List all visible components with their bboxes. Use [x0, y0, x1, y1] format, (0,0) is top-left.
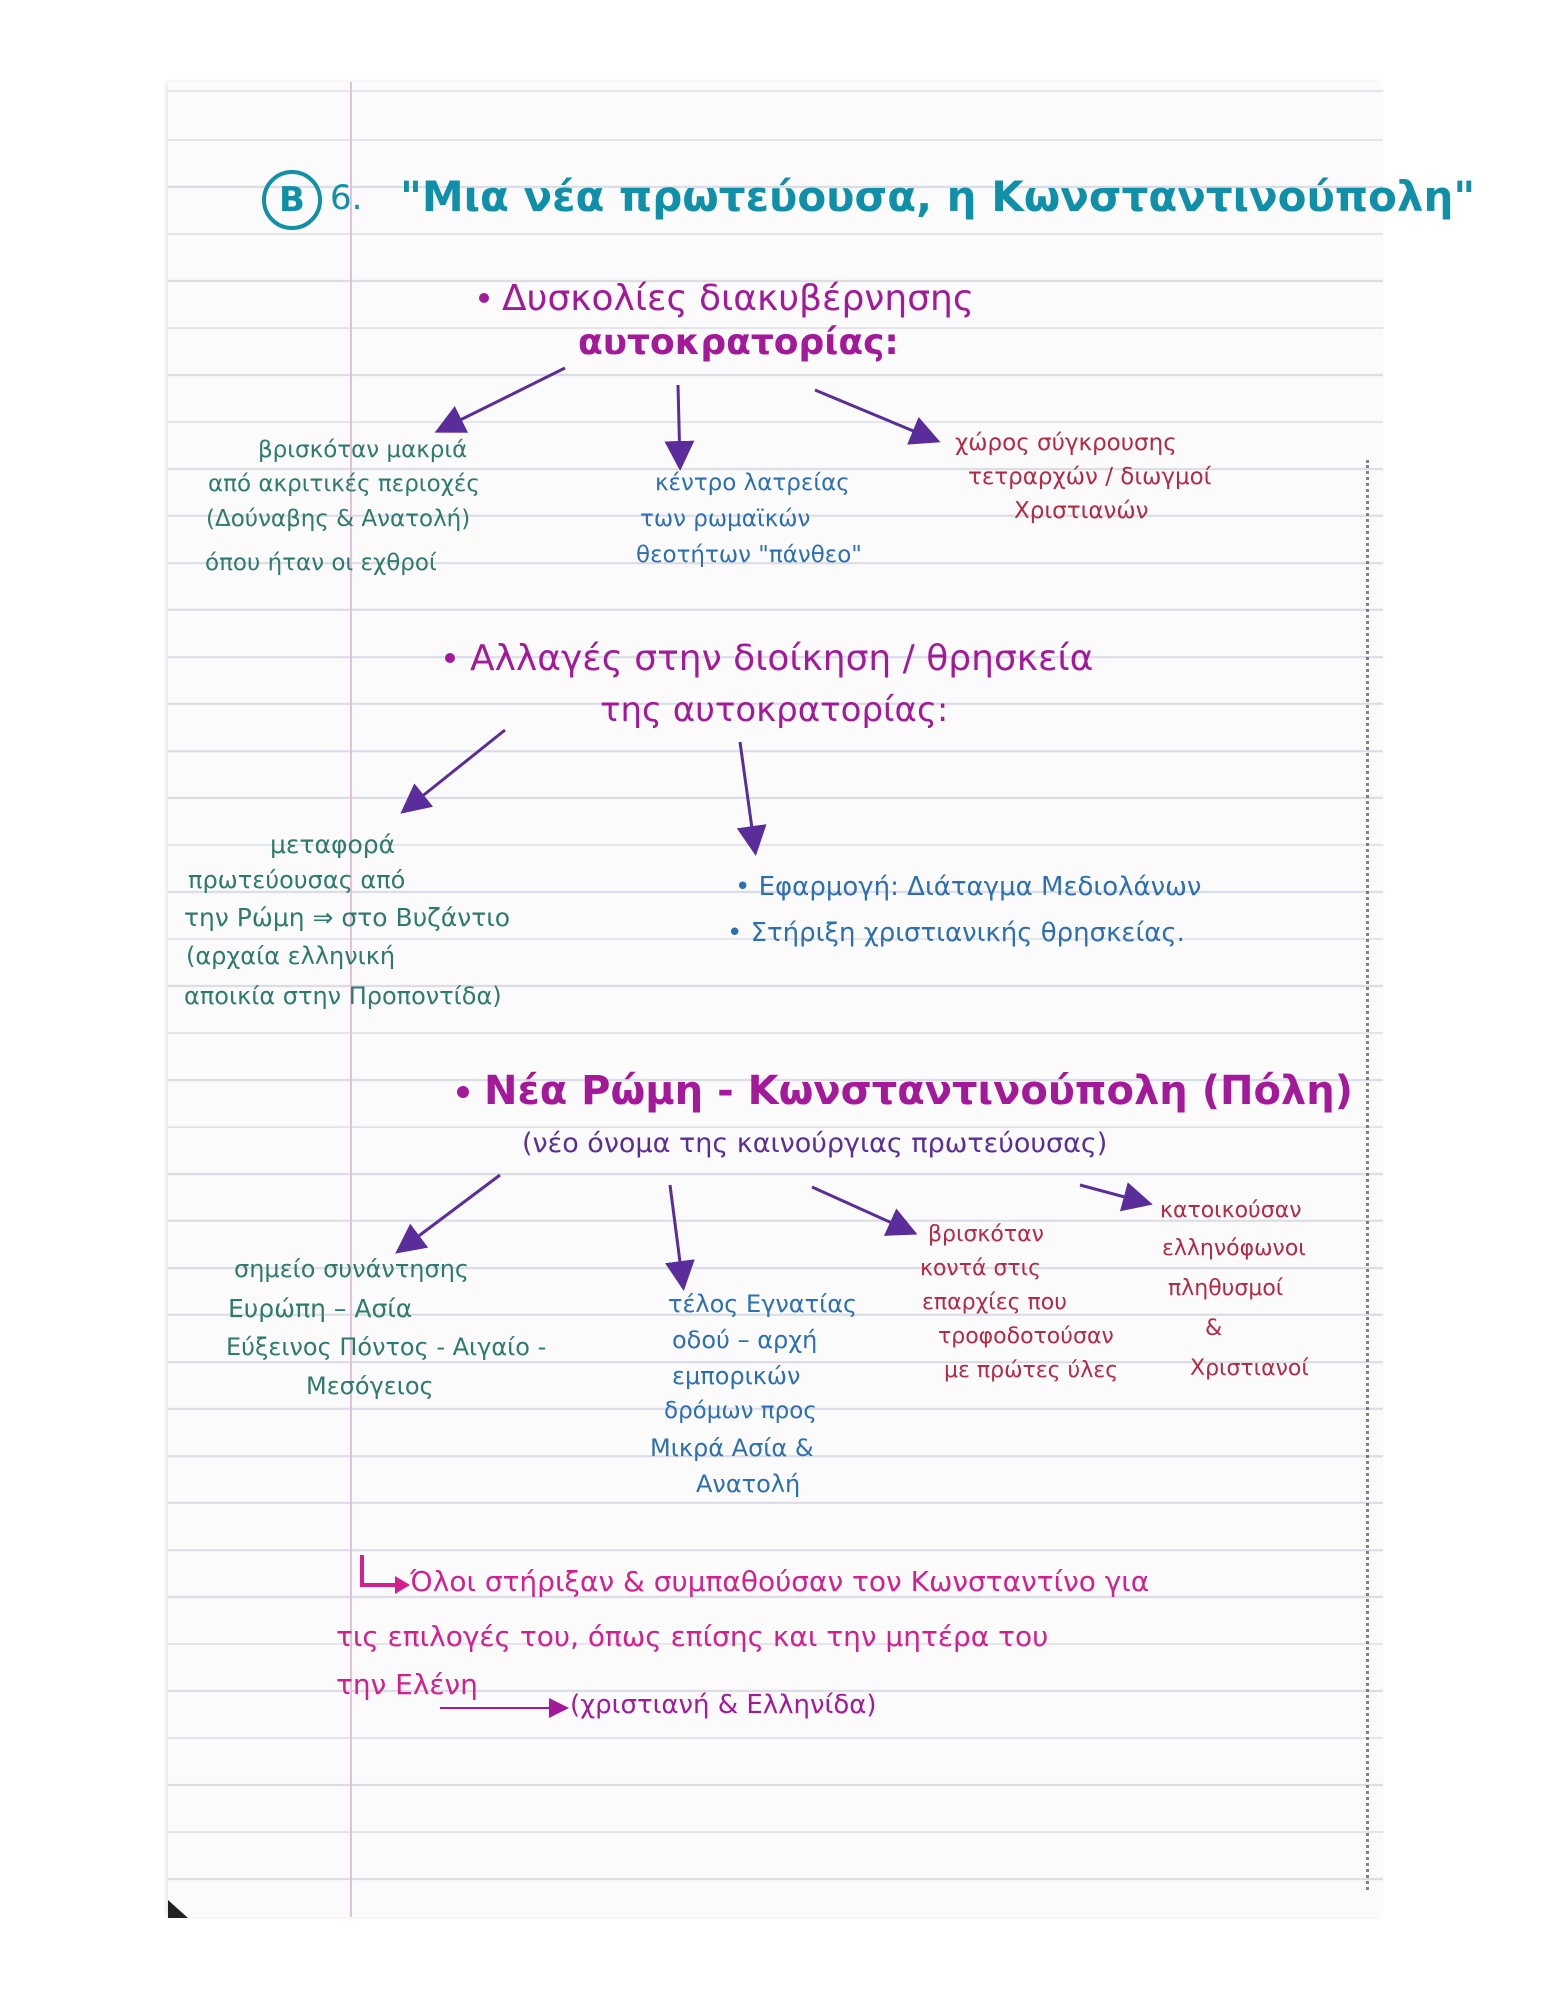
- block2-left-line: την Ρώμη ⇒ στο Βυζάντιο: [184, 903, 511, 932]
- block3-col4-line: κατοικούσαν: [1160, 1198, 1302, 1223]
- title-number: 6.: [330, 178, 363, 218]
- block3-col3-line: με πρώτες ύλες: [944, 1358, 1119, 1383]
- arrow-icon: [814, 388, 941, 445]
- block1-right-line: τετραρχών / διωγμοί: [968, 464, 1212, 490]
- block3-col2-line: Ανατολή: [696, 1470, 801, 1498]
- block3-col1-line: σημείο συνάντησης: [234, 1255, 469, 1283]
- notebook-page: [168, 82, 1383, 1917]
- arrow-icon: [395, 1173, 501, 1254]
- block3-col4-line: ελληνόφωνοι: [1162, 1236, 1306, 1261]
- arrow-icon: [1079, 1182, 1153, 1212]
- block3-col3-line: τροφοδοτούσαν: [938, 1324, 1114, 1349]
- bullet-icon: [445, 653, 455, 663]
- block3-col3-line: βρισκόταν: [928, 1222, 1044, 1247]
- page-corner: [168, 1900, 188, 1918]
- block1-middle-line: κέντρο λατρείας: [655, 470, 850, 496]
- footer-line: την Ελένη: [336, 1668, 478, 1701]
- footer-line: Όλοι στήριξαν & συμπαθούσαν τον Κωνσταντ…: [410, 1565, 1150, 1598]
- block3-col2-line: εμπορικών: [672, 1362, 801, 1390]
- block2-left-line: μεταφορά: [270, 830, 396, 859]
- block3-col2-line: τέλος Εγνατίας: [668, 1290, 858, 1318]
- block1-left-line: (Δούναβης & Ανατολή): [206, 506, 471, 532]
- block2-left-line: (αρχαία ελληνική: [186, 942, 396, 970]
- block1-heading: Δυσκολίες διακυβέρνησης: [502, 278, 974, 319]
- perforation-dots: [1366, 460, 1369, 1890]
- block3-col2-line: δρόμων προς: [664, 1398, 817, 1424]
- block2-left-line: πρωτεύουσας από: [188, 866, 406, 894]
- block1-left-line: βρισκόταν μακριά: [258, 437, 468, 463]
- block3-col1-line: Ευρώπη – Ασία: [228, 1294, 413, 1323]
- section-letter-badge: B: [262, 170, 322, 230]
- block3-col3-line: επαρχίες που: [922, 1290, 1067, 1315]
- block3-col2-line: οδού – αρχή: [672, 1326, 818, 1354]
- block3-col4-line: πληθυσμοί: [1168, 1276, 1284, 1301]
- block3-col4-line: &: [1205, 1316, 1223, 1341]
- block1-right-line: χώρος σύγκρουσης: [955, 430, 1177, 456]
- block2-heading: Αλλαγές στην διοίκηση / θρησκεία: [470, 638, 1094, 679]
- margin-line: [350, 82, 352, 1917]
- block3-col2-line: Μικρά Ασία &: [650, 1434, 814, 1462]
- block2-heading-cont: της αυτοκρατορίας:: [600, 690, 949, 730]
- block1-heading-cont: αυτοκρατορίας:: [578, 322, 899, 363]
- block3-heading: Νέα Ρώμη - Κωνσταντινούπολη (Πόλη): [484, 1068, 1354, 1114]
- footer-note: (χριστιανή & Ελληνίδα): [570, 1690, 877, 1720]
- block1-middle-line: των ρωμαϊκών: [640, 506, 811, 532]
- page-title: "Μια νέα πρωτεύουσα, η Κωνσταντινούπολη": [400, 172, 1476, 221]
- block2-right-line: • Εφαρμογή: Διάταγμα Μεδιολάνων: [735, 872, 1202, 902]
- block3-col1-line: Μεσόγειος: [306, 1372, 434, 1400]
- arrow-icon: [736, 741, 767, 856]
- hook-arrow-head-icon: [395, 1576, 410, 1594]
- block2-right-line: • Στήριξη χριστιανικής θρησκείας.: [727, 918, 1185, 948]
- block3-col1-line: Εύξεινος Πόντος - Αιγαίο -: [226, 1333, 547, 1361]
- block1-middle-line: θεοτήτων "πάνθεο": [636, 542, 862, 568]
- footer-line: τις επιλογές του, όπως επίσης και την μη…: [336, 1620, 1049, 1653]
- arrow-icon: [434, 366, 566, 433]
- block3-col3-line: κοντά στις: [920, 1256, 1041, 1281]
- arrow-icon: [811, 1185, 918, 1236]
- block1-right-line: Χριστιανών: [1014, 498, 1149, 524]
- arrow-icon: [664, 384, 695, 471]
- block2-left-line: αποικία στην Προποντίδα): [184, 982, 502, 1010]
- block3-col4-line: Χριστιανοί: [1190, 1356, 1309, 1381]
- bullet-icon: [479, 293, 489, 303]
- block3-subheading: (νέο όνομα της καινούργιας πρωτεύουσας): [522, 1128, 1108, 1159]
- hook-arrow-icon: [360, 1555, 395, 1587]
- bullet-icon: [457, 1086, 469, 1098]
- block1-left-line: από ακριτικές περιοχές: [208, 471, 480, 497]
- block1-left-line: όπου ήταν οι εχθροί: [205, 550, 437, 576]
- arrow-icon: [400, 728, 506, 814]
- arrow-icon: [665, 1184, 695, 1291]
